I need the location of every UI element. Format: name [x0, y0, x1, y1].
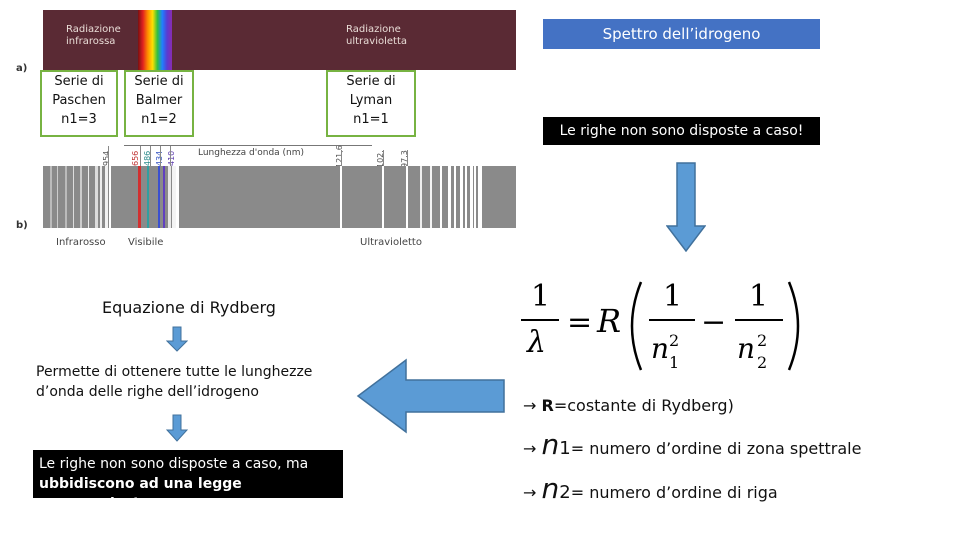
spectral-line [50, 166, 52, 228]
bullet-r: → R=costante di Rydberg) [523, 396, 734, 415]
figure-label-a: a) [16, 63, 28, 74]
spectral-line [100, 166, 102, 228]
spectral-line [168, 166, 171, 228]
page-title: Spettro dell’idrogeno [543, 19, 820, 49]
spectral-line [80, 166, 82, 228]
spectral-line [406, 166, 408, 228]
wavelength-axis-title: Lunghezza d'onda (nm) [198, 148, 305, 158]
svg-text:1: 1 [669, 353, 679, 372]
wavelength-axis [124, 145, 372, 146]
svg-text:2: 2 [757, 353, 767, 372]
spectral-line [465, 166, 467, 228]
svg-text:1: 1 [749, 279, 768, 314]
tick-leader [108, 146, 109, 166]
spectral-line [460, 166, 463, 228]
svg-text:=: = [567, 305, 592, 340]
lines-not-random-note: Le righe non sono disposte a caso! [543, 117, 820, 145]
figure-label-b: b) [16, 220, 28, 231]
spectral-line [158, 166, 160, 228]
svg-text:1: 1 [531, 279, 550, 314]
tick-label: 656 [131, 150, 140, 166]
svg-text:−: − [701, 305, 726, 340]
tick-leader [160, 146, 161, 166]
svg-text:R: R [596, 302, 621, 340]
spectral-line [474, 166, 476, 228]
rydberg-description: Permette di ottenere tutte le lunghezze … [36, 364, 313, 400]
spectrum-band-b [43, 166, 516, 228]
visible-label: Visibile [128, 237, 164, 248]
infrared-label: Infrarosso [56, 237, 106, 248]
tick-leader [407, 150, 408, 166]
spectral-line [105, 166, 108, 228]
spectral-line [176, 166, 179, 228]
spectral-line [454, 166, 456, 228]
bullet-n1: → n1= numero d’ordine di zona spettrale [523, 428, 862, 461]
tick-leader [140, 146, 141, 166]
down-arrow-icon [666, 162, 706, 252]
spectral-line [57, 166, 58, 228]
tick-label: 410 [167, 150, 176, 166]
left-arrow-icon [356, 358, 505, 434]
visible-rainbow [138, 10, 172, 70]
spectral-line [440, 166, 442, 228]
spectral-line [138, 166, 141, 228]
spectral-line [88, 166, 89, 228]
spectral-line [448, 166, 451, 228]
spectral-line [147, 166, 149, 228]
spectral-line [172, 166, 176, 228]
tick-label: 954 [102, 150, 111, 166]
small-down-arrow-icon [166, 414, 188, 442]
tick-leader [341, 150, 342, 166]
bullet-n2: → n2= numero d’ordine di riga [523, 472, 778, 505]
tick-label: 121,6 [335, 145, 344, 168]
rydberg-equation-heading: Equazione di Rydberg [102, 298, 276, 317]
spectral-line [470, 166, 473, 228]
spectral-line [95, 166, 98, 228]
svg-text:n: n [651, 332, 669, 365]
ultraviolet-label: Ultravioletto [360, 237, 422, 248]
mathematical-law-note: Le righe non sono disposte a caso, ma ub… [33, 450, 343, 512]
spectrum-band-a [43, 10, 516, 70]
svg-text:2: 2 [669, 331, 679, 350]
rydberg-formula: 1 λ = R 1 n 2 1 − 1 n 2 2 [521, 279, 800, 372]
svg-text:n: n [737, 332, 755, 365]
spectral-line [430, 166, 432, 228]
tick-leader [170, 146, 171, 166]
spectral-line [340, 166, 342, 228]
spectral-line [73, 166, 74, 228]
svg-text:λ: λ [526, 325, 546, 360]
spectral-line [109, 166, 111, 228]
spectral-line [382, 166, 384, 228]
spectral-line [163, 166, 165, 228]
small-down-arrow-icon [166, 326, 188, 352]
svg-text:2: 2 [757, 331, 767, 350]
tick-leader [150, 146, 151, 166]
svg-text:1: 1 [663, 279, 682, 314]
tick-leader [383, 150, 384, 166]
spectral-line [420, 166, 422, 228]
spectral-line [65, 166, 67, 228]
spectral-line [478, 166, 482, 228]
